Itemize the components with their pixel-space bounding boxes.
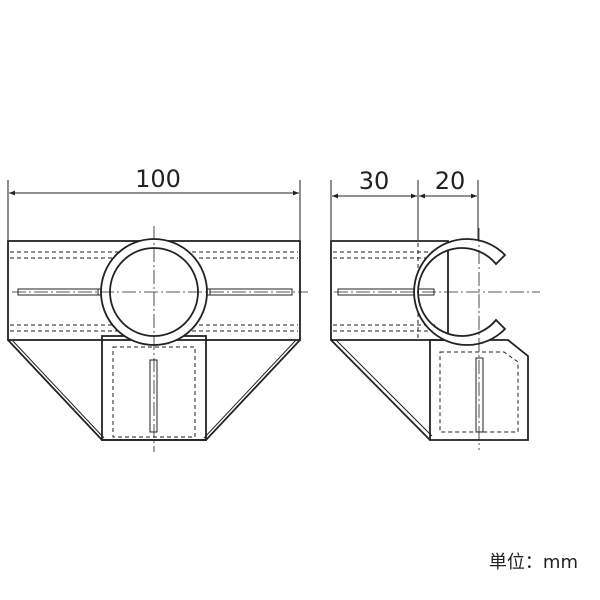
side-lower-socket bbox=[429, 339, 529, 441]
front-width-dimension: 100 bbox=[135, 165, 181, 193]
side-view: 30 20 bbox=[330, 167, 540, 450]
side-vertical-slot bbox=[475, 357, 484, 433]
side-c-clamp bbox=[413, 238, 507, 346]
side-left-dimension: 30 bbox=[359, 167, 390, 195]
side-right-dimension: 20 bbox=[435, 167, 466, 195]
front-vertical-slot bbox=[149, 359, 158, 433]
front-view: 100 bbox=[7, 165, 308, 452]
unit-label: 単位：mm bbox=[489, 552, 578, 573]
side-lower-brace bbox=[330, 339, 431, 441]
